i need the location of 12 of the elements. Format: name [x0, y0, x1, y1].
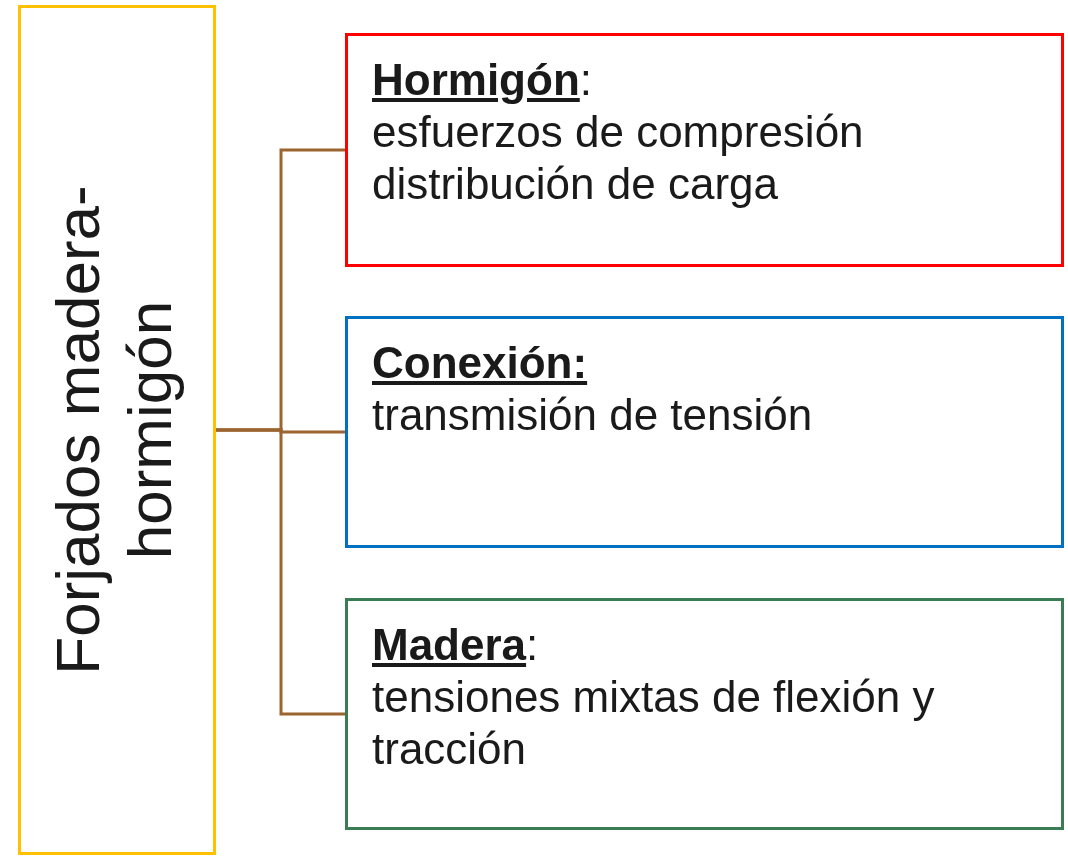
heading: Hormigón:: [372, 54, 592, 106]
text-box: [345, 598, 1064, 830]
heading: Conexión:: [372, 337, 588, 389]
title-text: Forjados madera-hormigón: [42, 184, 185, 677]
description-text: transmisión de tensión: [372, 389, 814, 441]
heading: Madera:: [372, 619, 539, 671]
text-box: [345, 33, 1064, 267]
connector-line: [216, 428, 345, 716]
description-text: esfuerzos de compresión distribución de carga: [372, 106, 865, 210]
text-box: [345, 316, 1064, 548]
description-text: tensiones mixtas de flexión y tracción: [372, 671, 936, 775]
title-box: [18, 5, 216, 855]
